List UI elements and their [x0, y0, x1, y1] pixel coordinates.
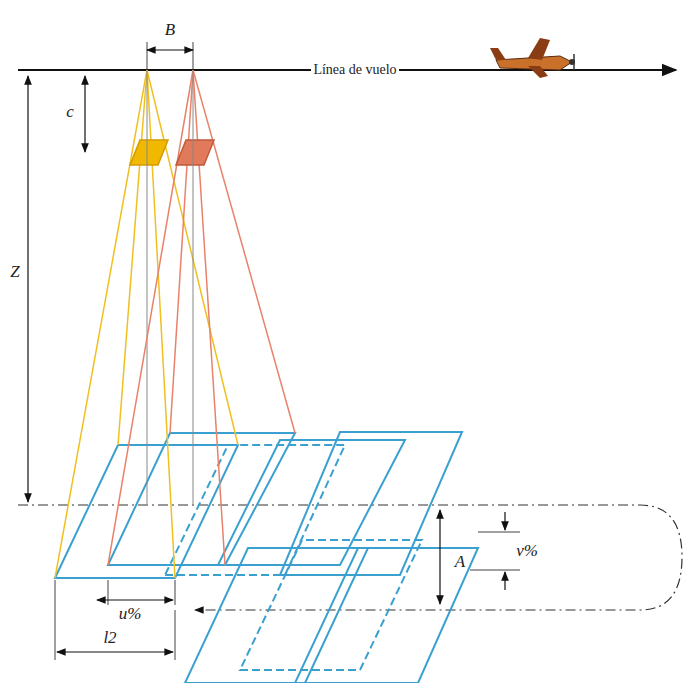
height-label: Z: [8, 263, 21, 282]
base-label: B: [163, 21, 177, 40]
overlap-label: u%: [117, 605, 144, 624]
ground-flight-path: [18, 505, 682, 610]
strip-spacing: [439, 510, 440, 604]
airplane: [490, 38, 575, 78]
sidelap-label: v%: [514, 542, 540, 561]
flight-line-label: Línea de vuelo: [311, 62, 398, 77]
height-dimension: [27, 76, 28, 502]
focal-label: c: [64, 103, 76, 122]
focal-dimension: [84, 76, 85, 152]
spacing-label: A: [453, 553, 467, 572]
base-dimension: [147, 49, 193, 50]
second-exposure-cone: [108, 70, 295, 565]
sidelap-dimension: [504, 512, 505, 530]
first-exposure-cone: [55, 70, 238, 578]
side-label: l2: [101, 629, 118, 648]
photo-footprints: [55, 432, 478, 683]
side-dimension: [57, 651, 173, 652]
